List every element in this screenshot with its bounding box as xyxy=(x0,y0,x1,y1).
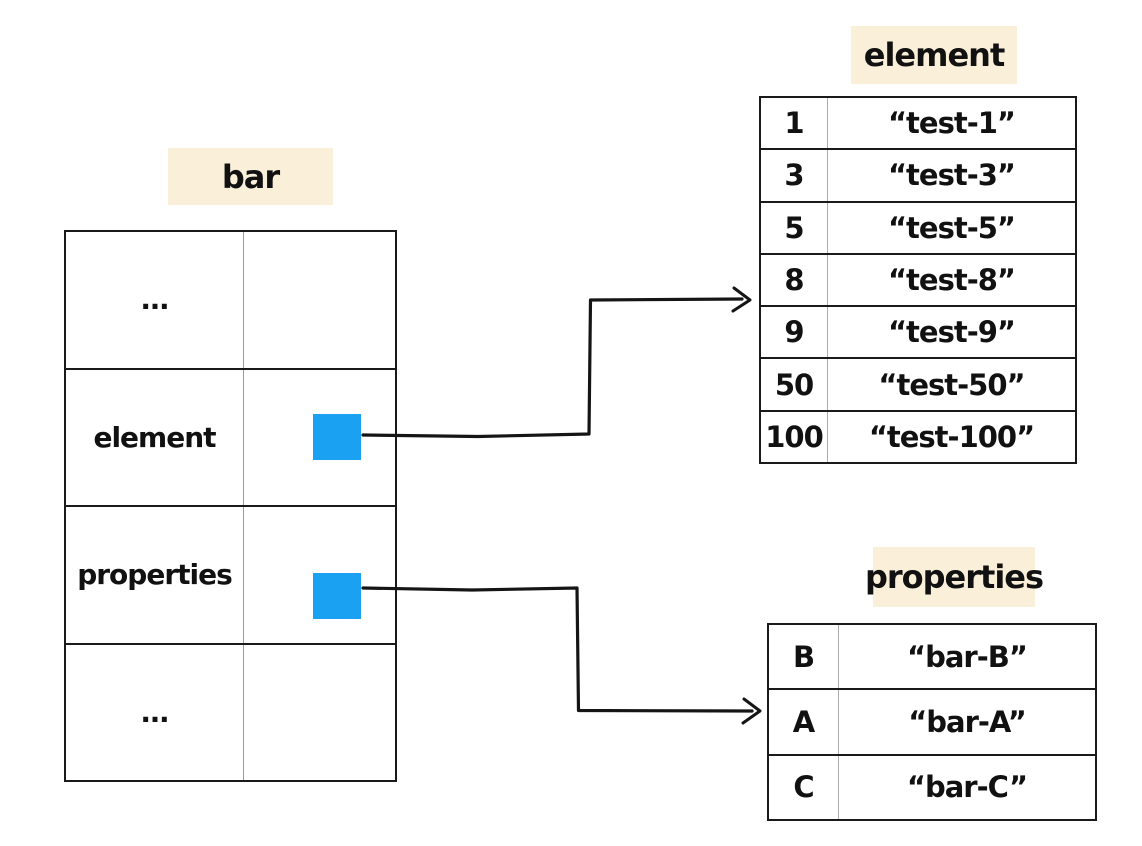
row-value: “test-3” xyxy=(888,158,1016,193)
element-table-row: 8 “test-8” xyxy=(761,254,1075,308)
properties-table-row: A “bar-A” xyxy=(769,690,1095,756)
bar-row-value xyxy=(244,370,395,506)
element-table-row: 50 “test-50” xyxy=(761,359,1075,412)
row-key: 50 xyxy=(761,359,828,410)
properties-title-chip: properties xyxy=(865,547,1044,607)
row-key: 9 xyxy=(761,307,828,358)
row-key: C xyxy=(769,755,839,819)
row-key: 5 xyxy=(761,202,828,253)
row-value: “test-5” xyxy=(888,210,1016,245)
row-value: “bar-A” xyxy=(908,704,1027,739)
row-key: 8 xyxy=(761,254,828,306)
element-table-row: 9 “test-9” xyxy=(761,307,1075,360)
row-value: “test-9” xyxy=(888,315,1016,350)
bar-row-value xyxy=(244,645,395,781)
element-table-row: 1 “test-1” xyxy=(761,98,1075,151)
bar-row-value xyxy=(244,507,395,643)
row-key: 100 xyxy=(761,411,828,462)
bar-row-element: element xyxy=(66,369,395,507)
properties-table-row: B “bar-B” xyxy=(769,625,1095,691)
element-table-row: 100 “test-100” xyxy=(761,411,1075,462)
bar-title-chip: bar xyxy=(168,148,333,205)
bar-row-ellipsis-bottom: … xyxy=(66,644,395,781)
arrowhead-properties-icon xyxy=(741,697,762,725)
bar-row-label: element xyxy=(66,369,244,505)
bar-row-label: … xyxy=(66,232,244,368)
properties-pointer-square xyxy=(312,572,361,619)
element-table: 1 “test-1” 3 “test-3” 5 “test-5” 8 “test… xyxy=(759,96,1077,464)
bar-table: … element properties … xyxy=(64,230,397,782)
row-value: “test-50” xyxy=(878,367,1025,402)
row-key: B xyxy=(769,625,839,689)
arrowhead-element-icon xyxy=(731,286,752,313)
arrow-element-icon xyxy=(361,297,744,439)
bar-row-label: … xyxy=(66,644,244,780)
element-table-row: 5 “test-5” xyxy=(761,202,1075,255)
arrow-properties-icon xyxy=(361,586,754,713)
row-key: 3 xyxy=(761,150,828,201)
row-value: “bar-C” xyxy=(906,770,1028,805)
bar-row-ellipsis-top: … xyxy=(66,232,395,370)
bar-row-label: properties xyxy=(66,507,244,643)
row-value: “test-8” xyxy=(888,262,1016,297)
row-value: “test-100” xyxy=(868,419,1035,454)
element-pointer-square xyxy=(312,414,361,461)
row-value: “bar-B” xyxy=(907,639,1028,674)
element-table-row: 3 “test-3” xyxy=(761,150,1075,203)
row-value: “test-1” xyxy=(888,106,1016,141)
bar-row-value xyxy=(244,232,395,368)
properties-table: B “bar-B” A “bar-A” C “bar-C” xyxy=(767,623,1097,821)
element-title-chip: element xyxy=(851,26,1017,84)
row-key: A xyxy=(769,690,839,754)
bar-row-properties: properties xyxy=(66,507,395,645)
row-key: 1 xyxy=(761,98,828,149)
properties-table-row: C “bar-C” xyxy=(769,755,1095,819)
